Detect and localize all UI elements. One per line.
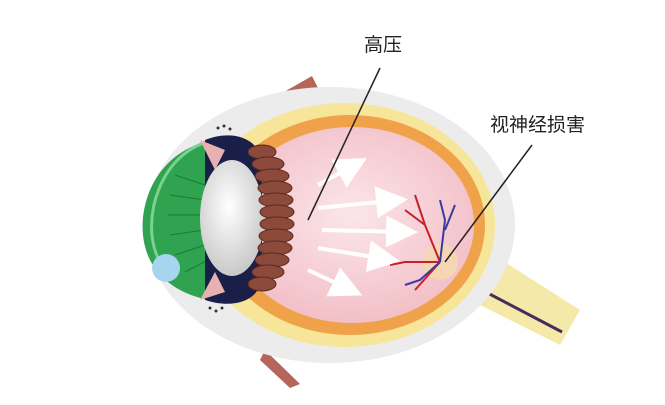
optic-nerve-damage-label: 视神经损害 — [490, 114, 586, 136]
lens — [200, 160, 264, 276]
pressure-arrows — [307, 158, 418, 297]
iris-highlight-bottom — [200, 272, 225, 300]
optic-damage-leader — [444, 144, 533, 263]
high-pressure-label: 高压 — [364, 34, 403, 56]
cornea-fibers — [168, 174, 209, 273]
cornea-edge — [150, 138, 216, 259]
iris-highlight-top — [200, 140, 225, 170]
vitreous-body — [230, 127, 474, 323]
aqueous-drop — [152, 254, 180, 282]
drainage-dots — [208, 124, 232, 313]
ciliary-body — [247, 144, 295, 292]
high-pressure-leader — [307, 67, 381, 221]
retinal-veins — [404, 199, 456, 286]
lower-muscle — [260, 350, 300, 388]
